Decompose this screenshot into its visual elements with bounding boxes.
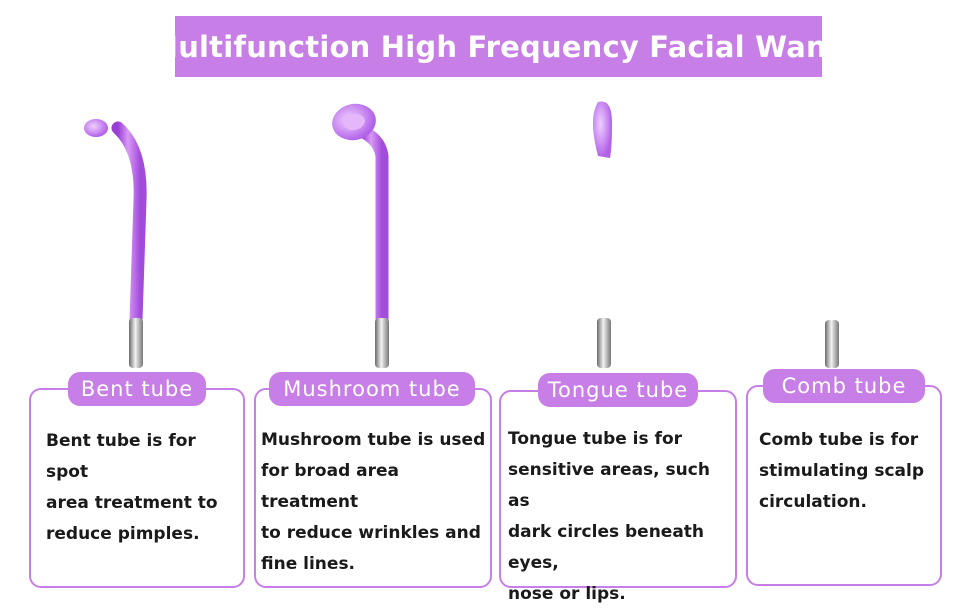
- mushroom-tube-description: Mushroom tube is used for broad area tre…: [261, 430, 486, 574]
- bent-tube-description: Bent tube is for spot area treatment to …: [46, 431, 218, 544]
- title-banner: Multifunction High Frequency Facial Wand: [149, 16, 848, 77]
- bent-tube-label: Bent tube: [68, 372, 206, 406]
- tongue-tube-label: Tongue tube: [538, 373, 698, 407]
- mushroom-tube-label-text: Mushroom tube: [283, 377, 461, 401]
- comb-tube-label: Comb tube: [763, 369, 925, 403]
- page-title: Multifunction High Frequency Facial Wand: [149, 29, 848, 64]
- comb-tube-icon: [778, 90, 839, 368]
- tongue-tube-label-text: Tongue tube: [547, 378, 689, 402]
- bent-tube-card: [29, 388, 245, 588]
- bent-tube-label-text: Bent tube: [80, 377, 194, 401]
- mushroom-tube-label: Mushroom tube: [269, 372, 475, 406]
- mushroom-tube-card: [254, 388, 492, 588]
- mushroom-tube-icon: [332, 103, 389, 368]
- comb-tube-card: [746, 385, 942, 586]
- bent-tube-icon: [84, 119, 147, 368]
- tongue-tube-description: Tongue tube is for sensitive areas, such…: [508, 429, 710, 604]
- comb-tube-label-text: Comb tube: [781, 374, 907, 398]
- comb-tube-description: Comb tube is for stimulating scalp circu…: [759, 430, 924, 512]
- tongue-tube-icon: [593, 101, 612, 368]
